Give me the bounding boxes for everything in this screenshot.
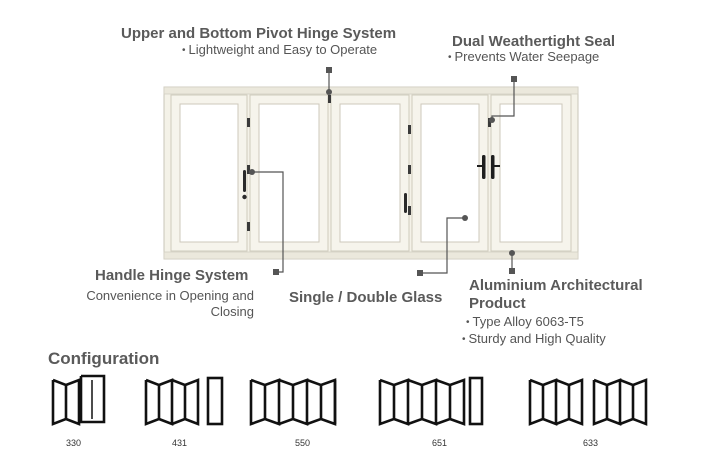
weathertight-seal-note: •Prevents Water Seepage [448,49,599,67]
handle-hinge-note-line1: Convenience in Opening and [86,288,254,303]
glass-title: Single / Double Glass [289,289,443,306]
handle-right [404,193,407,213]
double-handle [477,155,500,179]
door-panel-4 [411,94,489,252]
bullet-icon: • [466,317,470,328]
pivot-hinge-title: Upper and Bottom Pivot Hinge System [121,25,397,42]
config-code-330: 330 [66,438,82,448]
config-icon-651 [378,376,484,426]
weathertight-seal-title: Dual Weathertight Seal [452,33,616,50]
handle-hinge-note-line2: Closing [210,304,254,319]
pivot-hinge-note: •Lightweight and Easy to Operate [182,42,377,60]
handle-hinge-title: Handle Hinge System [95,267,249,284]
config-code-431: 431 [172,438,188,448]
door-panel-3 [330,94,410,252]
weathertight-seal-note-text: Prevents Water Seepage [454,49,600,64]
door-panel-5 [490,94,572,252]
bullet-icon: • [462,334,466,345]
bullet-icon: • [448,52,452,63]
aluminium-title-line1: Aluminium Architectural [469,277,643,294]
hinges [247,95,491,231]
bullet-icon: • [182,45,186,56]
config-code-633: 633 [583,438,599,448]
config-icon-431 [144,376,224,426]
config-code-550: 550 [295,438,311,448]
aluminium-title-line2: Product [469,295,526,312]
config-icon-633 [528,378,648,426]
config-code-651: 651 [432,438,448,448]
aluminium-note-1-text: Type Alloy 6063-T5 [472,314,584,329]
aluminium-note-1: •Type Alloy 6063-T5 [466,314,584,332]
callout-markers [249,67,517,276]
handle-left [242,170,247,200]
config-icon-550 [249,378,337,426]
door-panel-1 [170,94,248,252]
aluminium-note-2: •Sturdy and High Quality [462,331,606,349]
configuration-title: Configuration [48,349,160,368]
pivot-hinge-note-text: Lightweight and Easy to Operate [188,42,378,57]
aluminium-note-2-text: Sturdy and High Quality [468,331,606,346]
config-icon-330 [51,374,106,426]
door-panel-2 [249,94,329,252]
